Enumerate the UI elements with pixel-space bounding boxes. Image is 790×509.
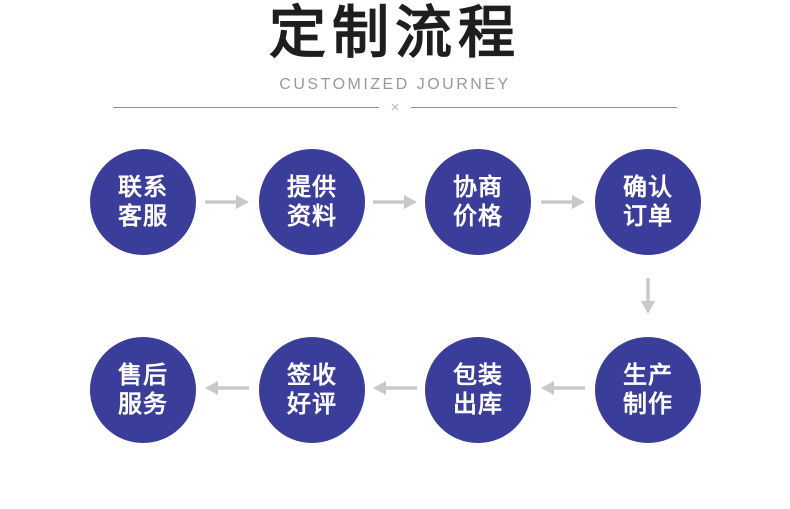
- step-label: 售后 服务: [118, 361, 168, 419]
- step-label-line: 提供: [287, 174, 337, 201]
- divider-line-right: [411, 107, 678, 108]
- step-label: 签收 好评: [287, 361, 337, 419]
- divider-line-left: [112, 107, 379, 108]
- step-label-line: 包装: [453, 362, 503, 389]
- step-circle-confirm-order: 确认 订单: [595, 149, 701, 255]
- step-label: 提供 资料: [287, 173, 337, 231]
- step-label-line: 售后: [118, 362, 168, 389]
- page-subtitle: CUSTOMIZED JOURNEY: [279, 76, 511, 93]
- step-label-line: 订单: [623, 203, 673, 230]
- step-circle-production: 生产 制作: [595, 337, 701, 443]
- step-label: 生产 制作: [623, 361, 673, 419]
- divider-x-mark: ×: [390, 99, 400, 116]
- step-label-line: 确认: [623, 174, 673, 201]
- step-circle-provide-materials: 提供 资料: [259, 149, 365, 255]
- step-label-line: 客服: [118, 203, 168, 230]
- step-label-line: 服务: [118, 391, 168, 418]
- step-circle-packing-shipping: 包装 出库: [425, 337, 531, 443]
- step-label: 包装 出库: [453, 361, 503, 419]
- step-label-line: 价格: [453, 203, 503, 230]
- step-circle-sign-good-review: 签收 好评: [259, 337, 365, 443]
- step-label-line: 签收: [287, 362, 337, 389]
- step-label-line: 出库: [453, 391, 503, 418]
- step-label-line: 协商: [453, 174, 503, 201]
- title-divider: ×: [0, 99, 790, 116]
- arrow-right-icon: [373, 194, 417, 210]
- step-circle-after-sales: 售后 服务: [90, 337, 196, 443]
- arrow-down-icon: [640, 278, 656, 314]
- page-title: 定制流程: [269, 1, 521, 65]
- arrow-left-icon: [205, 380, 249, 396]
- arrow-right-icon: [541, 194, 585, 210]
- step-label-line: 好评: [287, 391, 337, 418]
- arrow-left-icon: [541, 380, 585, 396]
- step-label: 联系 客服: [118, 173, 168, 231]
- arrow-left-icon: [373, 380, 417, 396]
- step-label-line: 联系: [118, 174, 168, 201]
- step-label: 确认 订单: [623, 173, 673, 231]
- arrow-right-icon: [205, 194, 249, 210]
- step-label-line: 生产: [623, 362, 673, 389]
- step-label-line: 制作: [623, 391, 673, 418]
- step-label: 协商 价格: [453, 173, 503, 231]
- step-circle-contact-service: 联系 客服: [90, 149, 196, 255]
- step-label-line: 资料: [287, 203, 337, 230]
- step-circle-negotiate-price: 协商 价格: [425, 149, 531, 255]
